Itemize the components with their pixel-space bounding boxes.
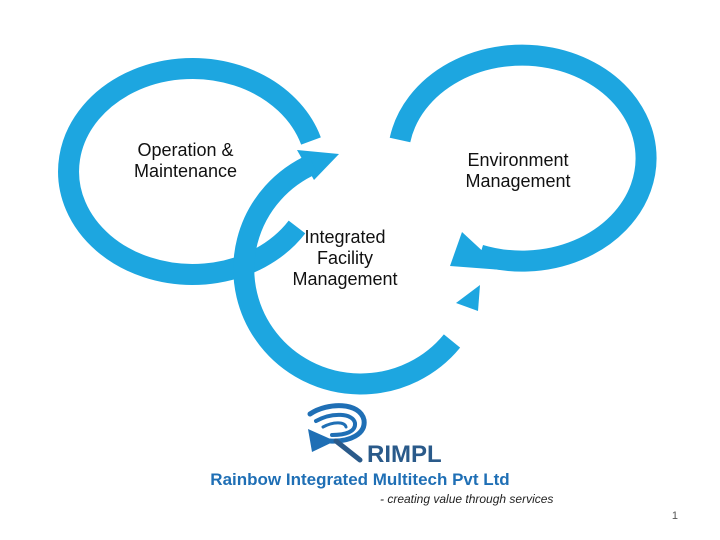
node-integrated-facility-management: Integrated Facility Management bbox=[268, 227, 422, 290]
ring-arrow-integrated bbox=[233, 154, 480, 395]
ring-arrow-environment bbox=[389, 44, 657, 272]
node-operation-maintenance: Operation & Maintenance bbox=[108, 140, 263, 182]
node-environment-management: Environment Management bbox=[438, 150, 598, 192]
page-number: 1 bbox=[671, 510, 678, 522]
node-label-line: Facility bbox=[316, 248, 373, 268]
node-label-line: Maintenance bbox=[133, 161, 238, 181]
node-label-line: Integrated bbox=[304, 227, 386, 247]
swirl-r-logo-icon bbox=[307, 403, 367, 463]
node-label-line: Management bbox=[465, 171, 571, 191]
logo-wordmark: RIMPL bbox=[367, 441, 442, 468]
company-tagline: - creating value through services bbox=[380, 492, 554, 506]
cycle-diagram bbox=[58, 44, 657, 395]
node-label-line: Operation & bbox=[137, 140, 234, 160]
rimpl-logo: RIMPL bbox=[307, 403, 442, 468]
node-label-line: Management bbox=[292, 269, 398, 289]
company-name: Rainbow Integrated Multitech Pvt Ltd bbox=[210, 470, 510, 489]
node-label-line: Environment bbox=[467, 150, 569, 170]
